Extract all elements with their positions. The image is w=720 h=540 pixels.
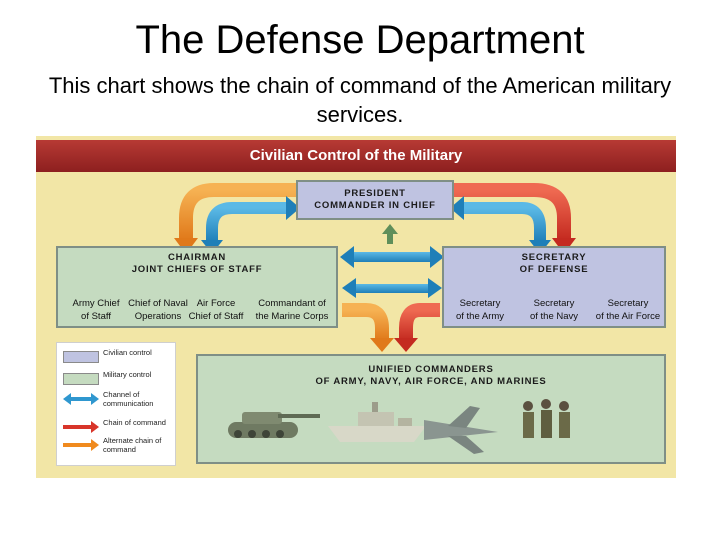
communication-arrowhead-left — [286, 196, 300, 220]
communication-arrow-president-chairman — [206, 202, 286, 242]
president-subtitle: COMMANDER IN CHIEF — [314, 200, 436, 211]
legend-civilian: Civilian control — [63, 348, 173, 365]
alternate-arrow-chairman-unified — [342, 303, 389, 340]
secretary-subtitle: OF DEFENSE — [519, 264, 589, 275]
legend-label: Alternate chain of command — [103, 436, 162, 454]
legend-label: Military control — [103, 370, 152, 379]
soldiers-icon — [523, 399, 570, 438]
chairman-box: CHAIRMAN JOINT CHIEFS OF STAFF Army Chie… — [56, 246, 338, 328]
communication-bar-lower — [356, 284, 428, 293]
legend-communication: Channel of communication — [63, 390, 173, 415]
president-title: PRESIDENT — [344, 188, 406, 199]
communication-arrow-president-secretary — [464, 202, 546, 242]
alternate-arrowhead-unified — [370, 338, 394, 352]
banner-title: Civilian Control of the Military — [249, 147, 463, 164]
communication-arrowhead-right — [450, 196, 464, 220]
communication-bar-middle — [354, 252, 430, 262]
chairman-title: CHAIRMAN — [167, 252, 227, 263]
orange-arrow-icon — [63, 439, 99, 451]
president-box: PRESIDENT COMMANDER IN CHIEF — [296, 180, 454, 220]
military-swatch — [63, 373, 99, 385]
unified-subtitle: OF ARMY, NAVY, AIR FORCE, AND MARINES — [315, 376, 547, 387]
communication-arrowhead-lower-right — [428, 278, 442, 298]
legend-military: Military control — [63, 370, 173, 387]
command-arrow-president-secretary — [454, 183, 571, 240]
legend-label: Channel of communication — [103, 390, 154, 408]
legend-label: Civilian control — [103, 348, 152, 357]
legend-command: Chain of command — [63, 418, 173, 435]
unified-title: UNIFIED COMMANDERS — [368, 364, 494, 375]
tank-icon — [228, 412, 320, 438]
red-arrow-icon — [63, 421, 99, 433]
command-arrow-secretary-unified — [399, 303, 440, 340]
unified-commanders-box: UNIFIED COMMANDERS OF ARMY, NAVY, AIR FO… — [196, 354, 666, 464]
chairman-subtitle: JOINT CHIEFS OF STAFF — [131, 264, 263, 275]
command-arrowhead-unified — [394, 338, 418, 352]
diagram-banner: Civilian Control of the Military — [36, 140, 676, 172]
legend-label: Chain of command — [103, 418, 166, 427]
legend: Civilian control Military control Channe… — [56, 342, 176, 466]
chain-of-command-diagram: Civilian Control of the Military — [36, 136, 676, 478]
jet-icon — [424, 406, 498, 454]
page-subtitle: This chart shows the chain of command of… — [48, 73, 672, 127]
civilian-swatch — [63, 351, 99, 363]
double-arrow-icon — [63, 393, 99, 405]
communication-arrowhead-lower-left — [342, 278, 356, 298]
unified-illustrations — [228, 399, 570, 454]
alternate-arrow-president-chairman — [179, 183, 298, 240]
communication-arrowhead-mid-right — [430, 246, 444, 268]
legend-alternate: Alternate chain of command — [63, 436, 173, 461]
green-arrowhead — [382, 224, 398, 234]
ship-icon — [328, 402, 426, 442]
communication-arrowhead-mid-left — [340, 246, 354, 268]
secretary-title: SECRETARY — [521, 252, 587, 263]
page-title: The Defense Department — [135, 18, 585, 62]
